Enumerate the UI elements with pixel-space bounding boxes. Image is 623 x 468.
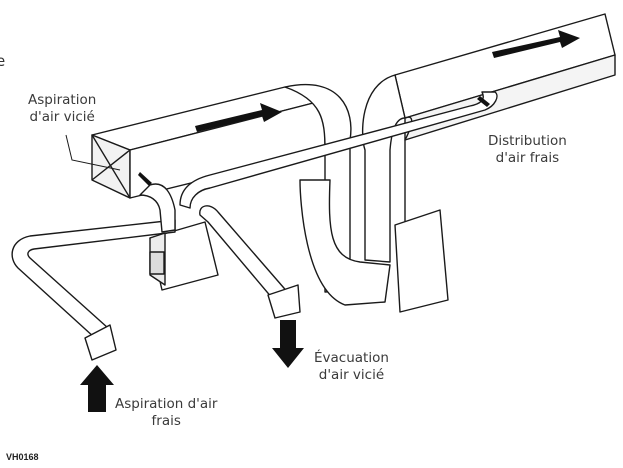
cropped-edge-text: e [0, 52, 6, 70]
arrow-small-distribution [477, 96, 490, 107]
arrow-small-intake [138, 172, 152, 186]
label-fresh-intake-line2: frais [151, 413, 181, 429]
ventilation-unit [149, 221, 219, 291]
label-stale-intake-line2: d'air vicié [29, 109, 95, 125]
outlet-riser-box [394, 209, 449, 313]
label-stale-intake-line1: Aspiration [28, 92, 97, 108]
exhaust-grille [267, 284, 301, 319]
flow-arrows [80, 30, 580, 412]
pipe-stale-exhaust [199, 205, 301, 319]
arrow-fresh-intake-up [80, 365, 114, 412]
figure-code: VH0168 [6, 452, 39, 462]
label-fresh-intake: Aspiration d'air frais [115, 396, 217, 430]
arrow-outlet-duct [492, 30, 580, 58]
pipe-fresh-distribution [179, 91, 498, 209]
label-fresh-distribution-line2: d'air frais [495, 150, 560, 166]
label-stale-exhaust-line2: d'air vicié [318, 367, 385, 383]
arrow-inlet-duct [195, 103, 282, 132]
label-stale-intake: Aspiration d'air vicié [28, 92, 96, 126]
pipe-stale-intake [139, 183, 176, 233]
label-stale-exhaust-line1: Évacuation [314, 350, 389, 366]
outlet-elbow [361, 74, 406, 263]
fresh-intake-grille [84, 324, 117, 361]
pipe-fresh-intake [11, 219, 176, 361]
inlet-u-bend [299, 179, 391, 306]
inlet-duct-stale [91, 83, 391, 306]
label-fresh-distribution: Distribution d'air frais [488, 133, 567, 167]
label-fresh-intake-line1: Aspiration d'air [115, 396, 218, 412]
label-fresh-distribution-line1: Distribution [488, 133, 567, 149]
arrow-exhaust-down [272, 320, 304, 368]
label-stale-exhaust: Évacuation d'air vicié [314, 350, 389, 384]
inlet-elbow [284, 83, 352, 293]
leader-line-stale-intake [65, 134, 121, 171]
